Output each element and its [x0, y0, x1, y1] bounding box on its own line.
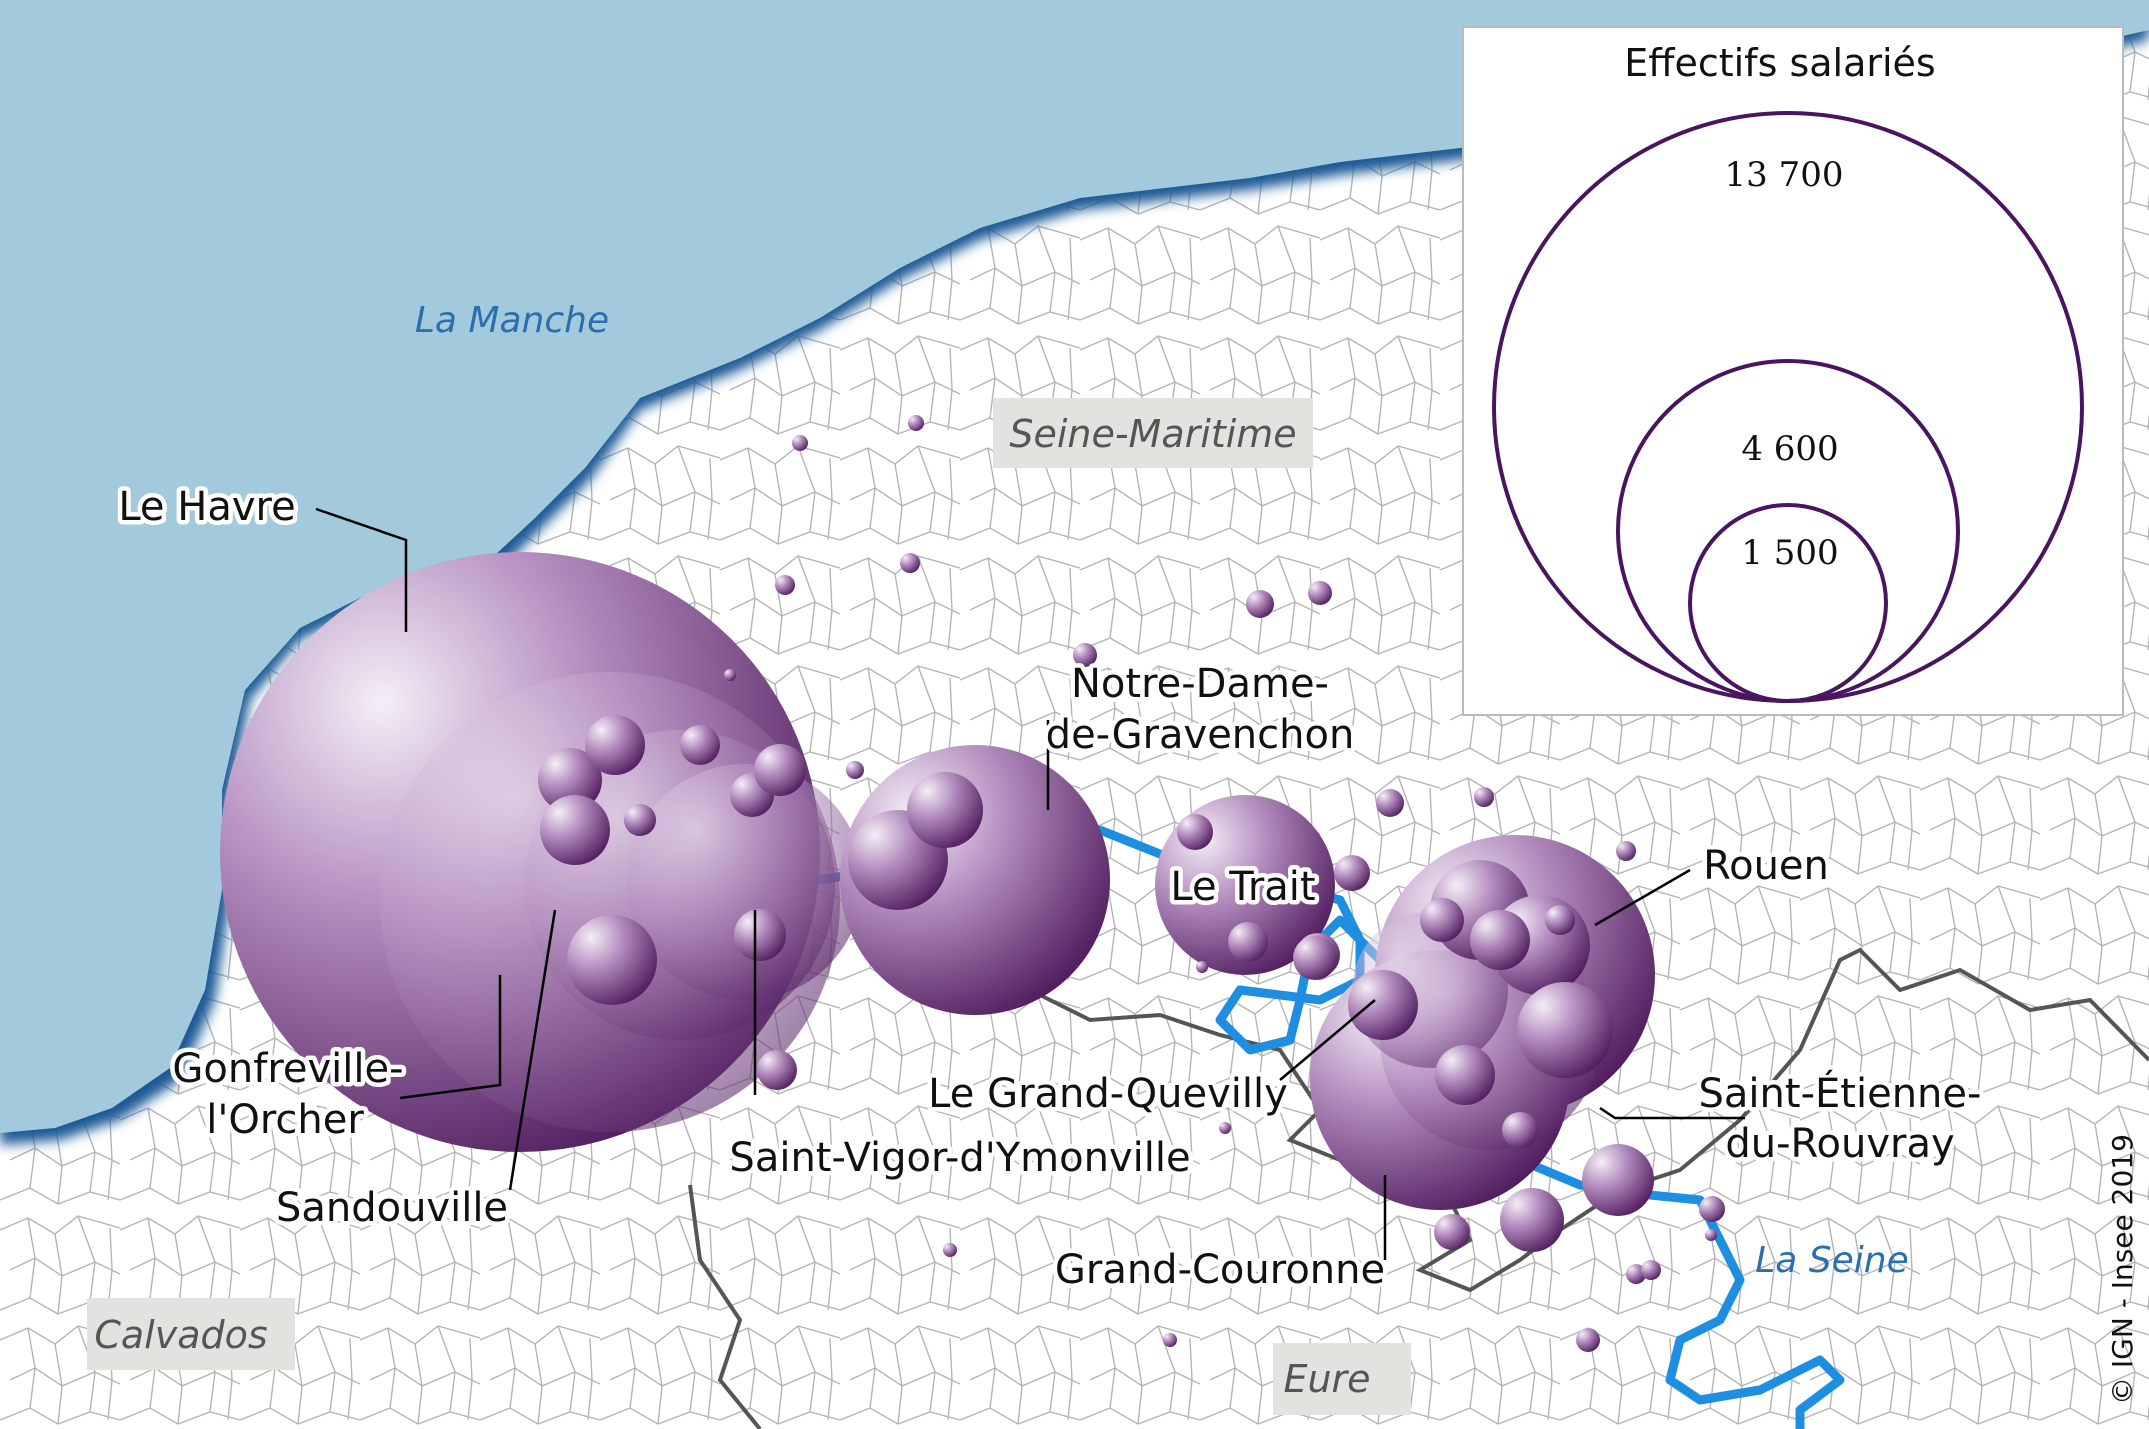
bubble-small-41	[1705, 1229, 1717, 1241]
place-label-gonfreville-line1: Gonfreville-	[172, 1046, 403, 1092]
dept-border-eure	[1039, 947, 2149, 1293]
bubble-small-5	[585, 715, 645, 775]
bubble-small-49	[724, 669, 736, 681]
bubble-small-3	[567, 915, 657, 1005]
bubble-small-43	[1641, 1260, 1661, 1280]
bubble-small-47	[1219, 1122, 1231, 1134]
bubble-small-37	[1376, 789, 1404, 817]
dept-label-seine-maritime: Seine-Maritime	[993, 398, 1313, 468]
legend-title: Effectifs salariés	[1624, 41, 1935, 85]
bubble-small-31	[792, 435, 808, 451]
legend-value-medium: 4 600	[1741, 429, 1838, 469]
bubble-small-6	[540, 795, 610, 865]
place-label-sandouville: Sandouville	[276, 1185, 508, 1231]
bubble-small-24	[1334, 855, 1370, 891]
bubble-small-42	[1626, 1264, 1646, 1284]
bubble-small-29	[757, 1050, 797, 1090]
sea	[0, 0, 2149, 1133]
place-label-le-grand-quevilly: Le Grand-Quevilly	[928, 1071, 1288, 1117]
place-label-gonfreville-line2: l'Orcher	[206, 1097, 364, 1143]
bubble-small-48	[846, 761, 864, 779]
bubble-small-45	[1163, 1333, 1177, 1347]
dept-label-calvados: Calvados	[87, 1298, 295, 1370]
bubble-small-34	[1246, 590, 1274, 618]
bubble-small-7	[680, 725, 720, 765]
bubble-small-18	[1582, 1144, 1654, 1216]
place-label-saint-vigor: Saint-Vigor-d'Ymonville	[729, 1135, 1190, 1181]
place-label-notre-dame-line2: de-Gravenchon	[1046, 712, 1355, 758]
place-label-le-havre: Le Havre	[118, 484, 295, 530]
bubble-small-39	[1616, 841, 1636, 861]
bubble-small-14	[1517, 982, 1613, 1078]
bubble-saint-vigor	[627, 764, 863, 1000]
credit: © IGN - Insee 2019	[2106, 1134, 2139, 1405]
river-label: La Seine	[1755, 1240, 1909, 1281]
legend-box	[1462, 26, 2124, 716]
place-label-grand-couronne: Grand-Couronne	[1055, 1247, 1385, 1293]
bubble-small-21	[1420, 898, 1464, 942]
place-label-le-trait: Le Trait	[1170, 864, 1315, 910]
bubble-small-9	[624, 804, 656, 836]
bubble-small-25	[1348, 970, 1418, 1040]
bubble-small-22	[1545, 905, 1575, 935]
legend: Effectifs salariés 13 700 4 600 1 500	[1462, 26, 2124, 716]
bubble-small-2	[907, 772, 983, 848]
svg-text:Eure: Eure	[1283, 1357, 1370, 1401]
bubble-small-40	[1699, 1196, 1725, 1222]
bubble-small-50	[943, 1243, 957, 1257]
dept-label-eure: Eure	[1273, 1343, 1411, 1415]
svg-text:Seine-Maritime: Seine-Maritime	[1009, 412, 1296, 456]
bubble-small-36	[1073, 643, 1097, 667]
place-label-saint-etienne-line2: du-Rouvray	[1725, 1121, 1954, 1167]
bubble-small-17	[1502, 1112, 1538, 1148]
bubble-small-44	[1576, 1328, 1600, 1352]
bubble-small-35	[1308, 581, 1332, 605]
bubble-small-19	[1500, 1188, 1564, 1252]
bubble-small-32	[775, 575, 795, 595]
leader-lines	[315, 507, 1745, 1260]
employment-bubbles	[220, 415, 1725, 1352]
bubble-small-33	[908, 415, 924, 431]
svg-text:Calvados: Calvados	[94, 1313, 267, 1357]
bubble-small-16	[1470, 910, 1530, 970]
bubble-small-4	[538, 748, 602, 812]
legend-value-large: 13 700	[1725, 155, 1844, 195]
place-label-saint-etienne-line1: Saint-Étienne-	[1699, 1069, 1982, 1117]
bubble-small-46	[1196, 961, 1208, 973]
bubble-small-28	[1293, 936, 1337, 980]
bubble-small-26	[1177, 814, 1213, 850]
bubble-small-38	[1474, 787, 1494, 807]
legend-value-small: 1 500	[1741, 533, 1838, 573]
bubble-small-15	[1435, 1045, 1495, 1105]
sea-label: La Manche	[415, 300, 609, 341]
place-label-notre-dame-line1: Notre-Dame-	[1071, 661, 1329, 707]
bubble-small-10	[734, 909, 786, 961]
bubble-small-11	[754, 744, 806, 796]
place-label-rouen: Rouen	[1703, 843, 1829, 889]
bubble-small-27	[1228, 922, 1268, 962]
bubble-small-30	[900, 553, 920, 573]
bubble-small-20	[1434, 1214, 1470, 1250]
legend-circle-small	[1688, 503, 1888, 703]
dept-border-calvados	[688, 1184, 762, 1429]
